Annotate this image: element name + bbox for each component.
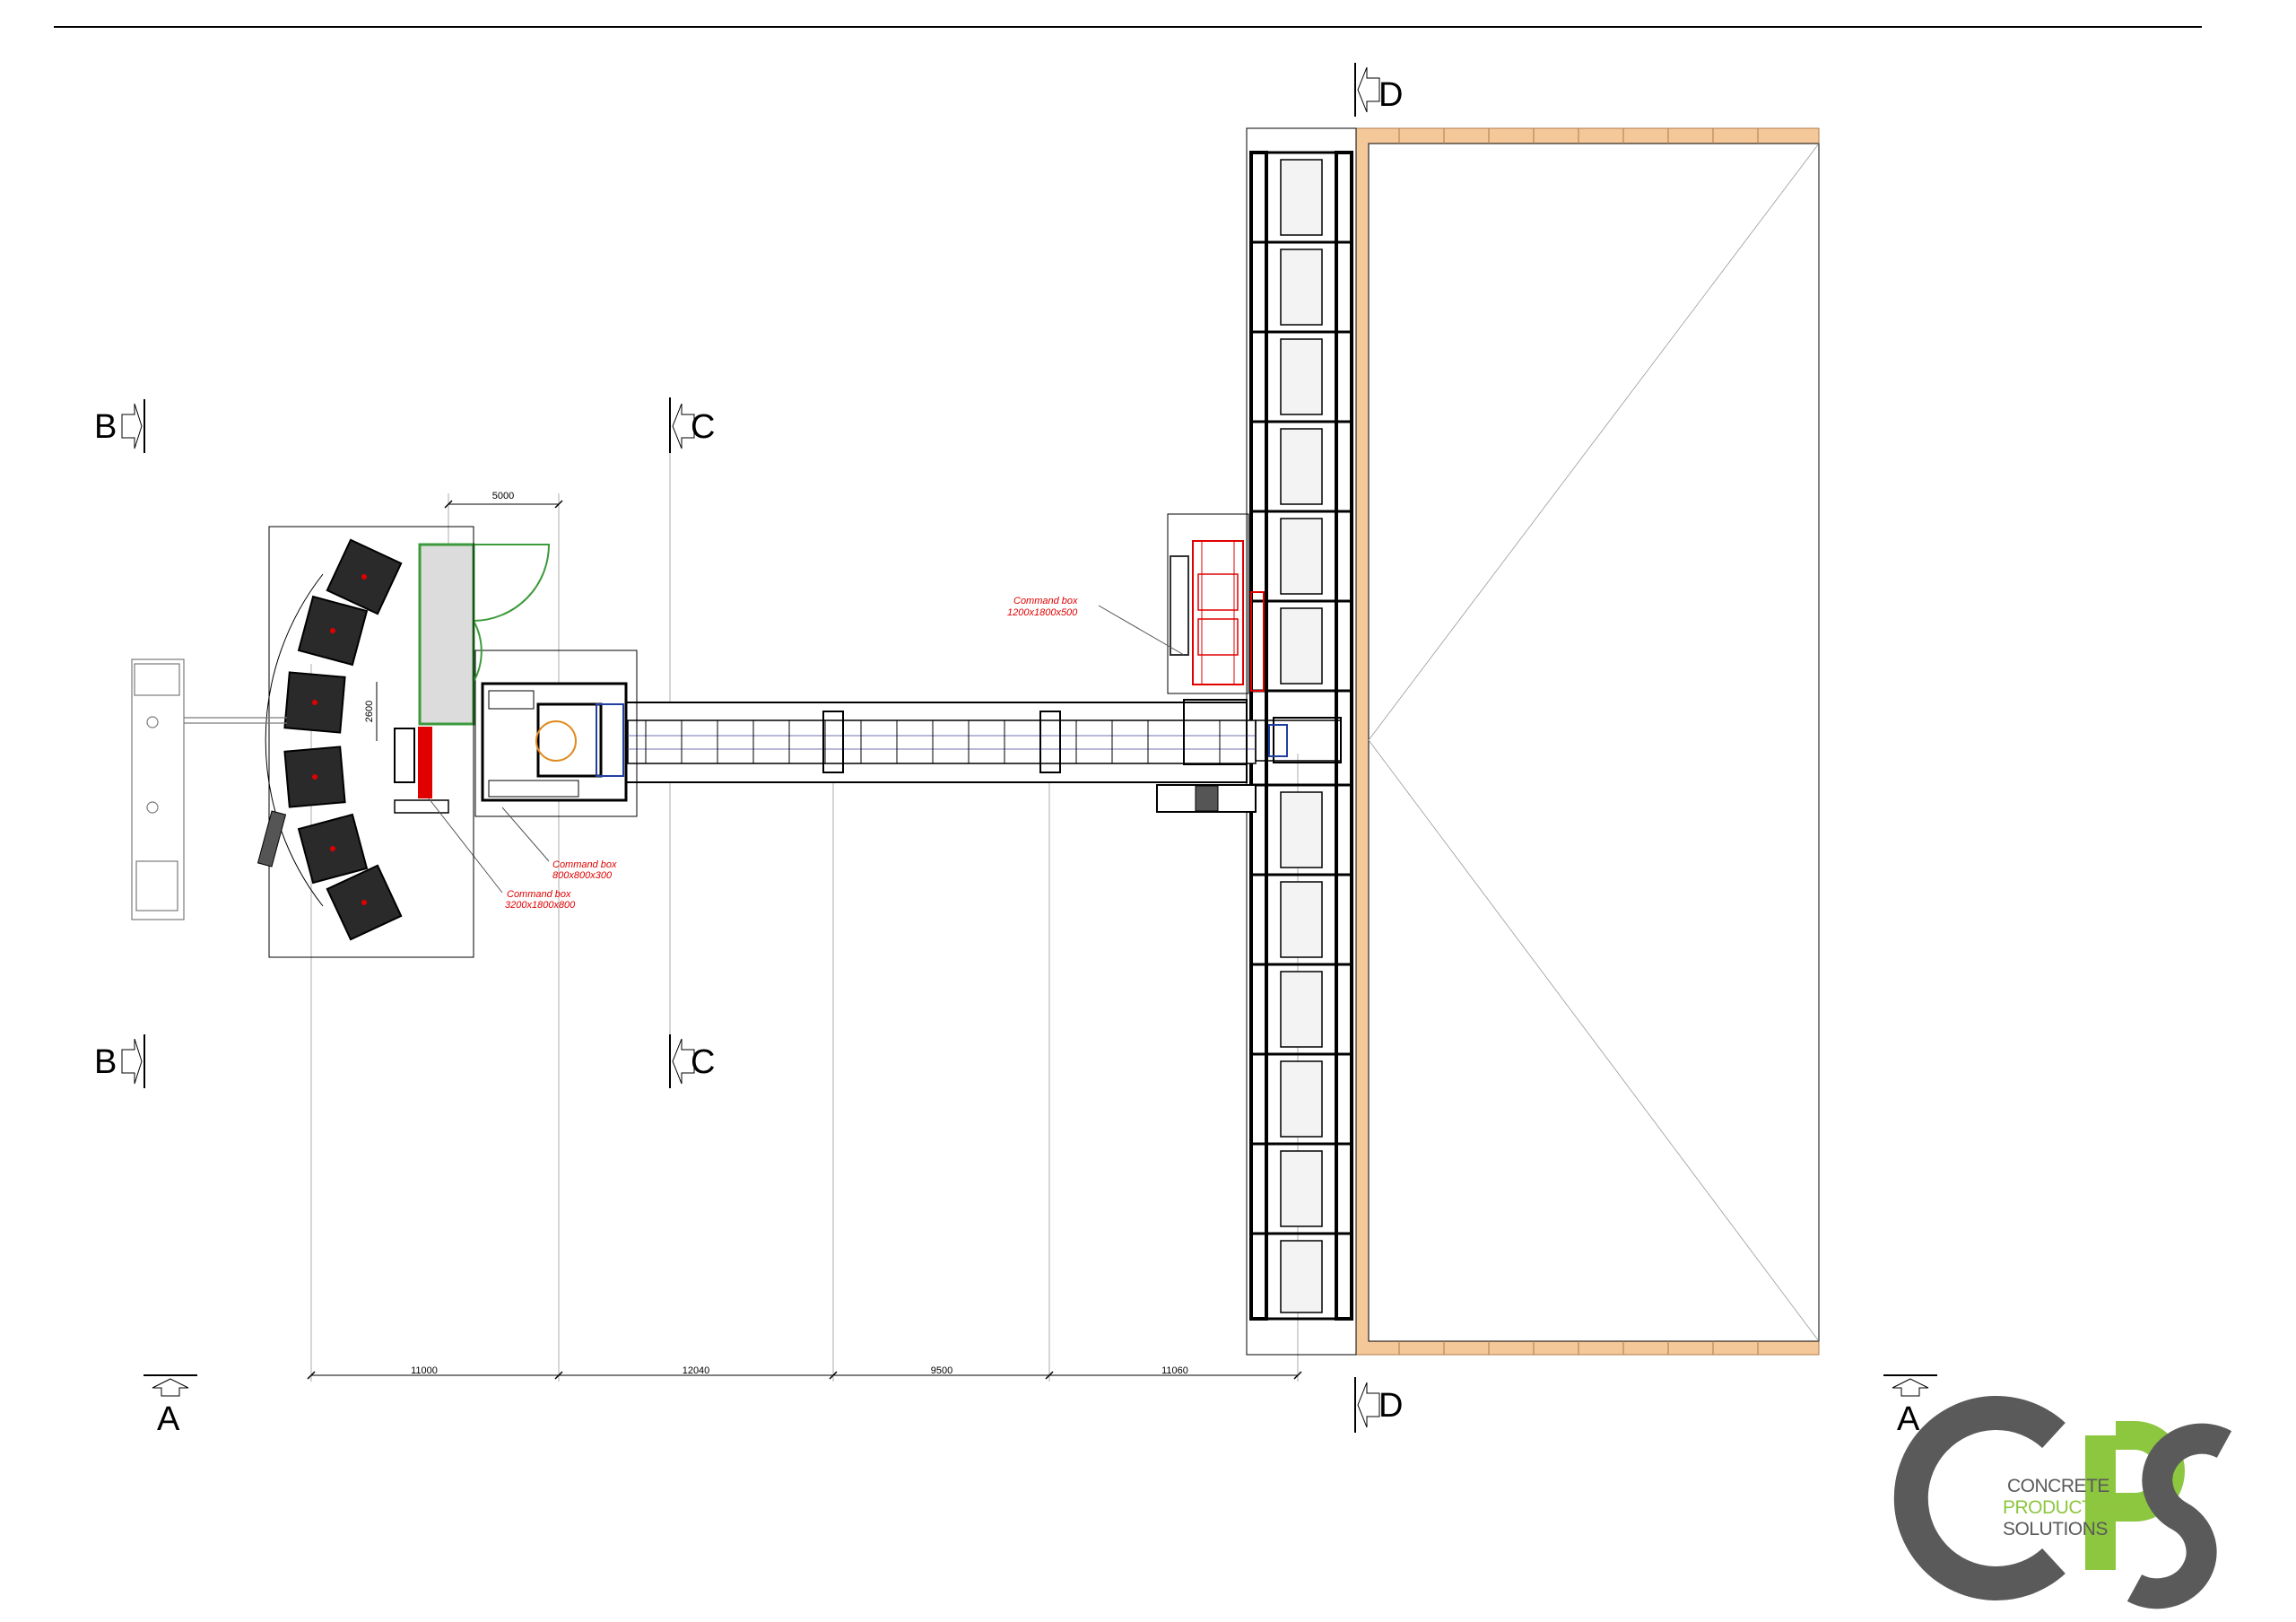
section-marker-d-bottom: D [1354,1377,1403,1433]
truck [131,658,287,920]
dimension-11000: 11000 [411,1365,438,1376]
command-box-left-size: 3200x1800x800 [505,900,576,911]
svg-text:C: C [691,408,715,446]
svg-text:A: A [157,1400,180,1438]
logo-line-concrete: CONCRETE [2007,1476,2109,1496]
command-box-right-size: 1200x1800x500 [1007,607,1078,618]
logo-line-solutions: SOLUTIONS [2003,1519,2108,1539]
command-box-middle-leader [501,807,550,862]
section-marker-a-right: A [1883,1374,1937,1438]
command-box-left-title: Command box [507,889,571,900]
dimension-11060: 11060 [1161,1365,1188,1376]
section-marker-a-left: A [144,1374,197,1438]
mixer-station [257,526,474,958]
svg-text:A: A [1897,1400,1920,1438]
dimension-9500: 9500 [931,1365,952,1376]
section-marker-c-bottom: C [669,1034,715,1088]
section-marker-b-bottom: B [94,1034,145,1088]
dimension-line-5000 [444,500,563,509]
command-box-right-title: Command box [1013,596,1078,606]
dimension-12040: 12040 [683,1365,710,1376]
machine-room [474,650,638,817]
main-conveyor [618,699,1342,813]
right-control-station [1098,513,1265,694]
cps-logo [1893,1396,2232,1609]
svg-text:D: D [1378,1387,1403,1425]
section-marker-c-top: C [669,397,715,453]
curing-rack [1246,127,1357,1356]
svg-text:D: D [1378,76,1403,114]
command-box-middle-size: 800x800x300 [552,870,613,881]
logo-line-production: PRODUCTION [2003,1497,2125,1518]
dimension-5000: 5000 [492,491,514,501]
svg-text:C: C [691,1043,715,1081]
command-box-left-leader [428,798,503,894]
dimension-2600: 2600 [364,701,375,722]
dimension-line-bottom [307,1371,1302,1380]
section-marker-b-top: B [94,399,145,453]
storage-hall [1355,127,1820,1356]
section-marker-d-top: D [1354,63,1403,117]
svg-text:B: B [94,408,117,446]
green-buffer-zone [394,543,551,814]
svg-text:B: B [94,1043,117,1081]
command-box-middle-title: Command box [552,859,617,870]
